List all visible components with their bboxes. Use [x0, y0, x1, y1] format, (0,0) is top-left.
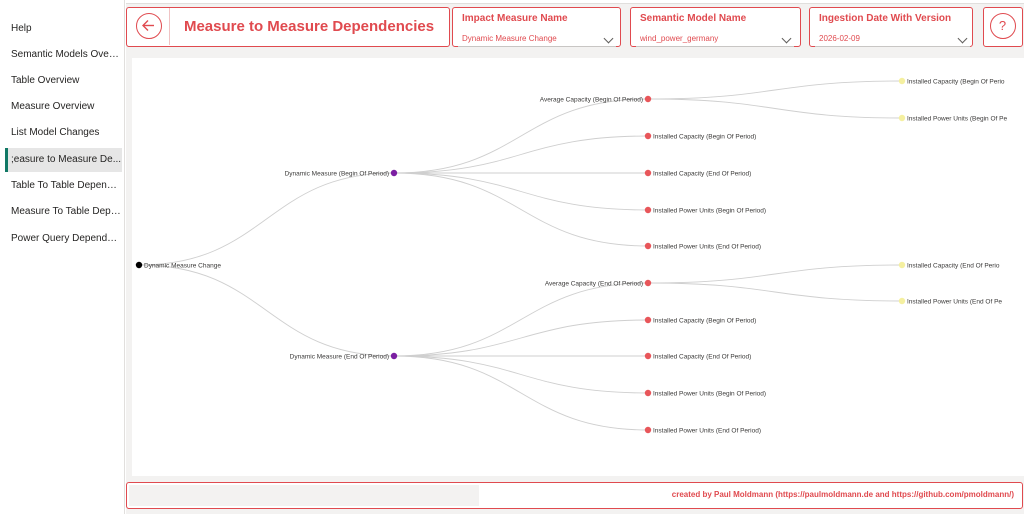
dependency-tree: Dynamic Measure Change Dynamic Measure (B…	[135, 77, 1007, 434]
tree-link	[393, 355, 649, 394]
level3-measure-node[interactable]	[898, 261, 906, 269]
slicer-label: Impact Measure Name	[462, 13, 568, 24]
slicer-ingestion-date: Ingestion Date With Version 2026-02-09	[809, 7, 973, 47]
level3-measure-label: Installed Capacity (Begin Of Perio	[907, 78, 1005, 85]
level3-measure-node[interactable]	[898, 297, 906, 305]
level1-measure-label: Dynamic Measure (Begin Of Period)	[285, 170, 389, 177]
divider	[169, 8, 170, 45]
dropdown-value: Dynamic Measure Change	[462, 34, 557, 43]
nav-item-table-to-table-dependencies[interactable]: Table To Table Depende...	[5, 174, 122, 198]
chevron-down-icon	[781, 33, 792, 44]
level2-measure-node[interactable]	[644, 169, 652, 177]
nav-item-measure-to-measure-dependencies[interactable]: ;easure to Measure De...	[5, 148, 122, 172]
dependency-tree-visual: Dynamic Measure Change Dynamic Measure (B…	[132, 58, 1024, 476]
dropdown-value: wind_power_germany	[640, 34, 719, 43]
report-canvas: Measure to Measure Dependencies Impact M…	[126, 0, 1024, 514]
slicer-label: Ingestion Date With Version	[819, 13, 952, 24]
root-measure-node[interactable]	[135, 261, 143, 269]
level1-measure-node[interactable]	[390, 352, 398, 360]
level3-measure-node[interactable]	[898, 77, 906, 85]
top-border	[126, 0, 1024, 4]
level2-measure-node[interactable]	[644, 132, 652, 140]
level2-measure-label: Installed Power Units (End Of Period)	[653, 427, 761, 434]
nav-item-label: List Model Changes	[11, 127, 100, 138]
tree-link	[393, 282, 649, 357]
page-navigation: Help Semantic Models Overv... Table Over…	[0, 0, 125, 514]
nav-item-list-model-changes[interactable]: List Model Changes	[5, 121, 122, 145]
help-button[interactable]: ?	[983, 7, 1023, 47]
slicer-label: Semantic Model Name	[640, 13, 747, 24]
footer-blank-area	[129, 485, 479, 506]
level3-measure-label: Installed Power Units (Begin Of Pe	[907, 115, 1007, 122]
root-measure-label: Dynamic Measure Change	[144, 262, 221, 269]
tree-link	[393, 135, 649, 174]
dropdown-value: 2026-02-09	[819, 34, 860, 43]
level2-measure-node[interactable]	[644, 389, 652, 397]
nav-item-help[interactable]: Help	[5, 17, 122, 41]
tree-link	[393, 172, 649, 211]
level3-measure-node[interactable]	[898, 114, 906, 122]
tree-link	[647, 264, 903, 284]
level2-measure-label: Average Capacity (Begin Of Period)	[540, 96, 643, 103]
level2-measure-label: Installed Power Units (Begin Of Period)	[653, 207, 766, 214]
nav-item-label: Table To Table Depende...	[11, 180, 122, 191]
tree-link	[647, 282, 903, 302]
footer-credit: created by Paul Moldmann (https://paulmo…	[671, 490, 1014, 499]
level2-measure-label: Installed Capacity (Begin Of Period)	[653, 133, 756, 140]
level3-measure-label: Installed Capacity (End Of Perio	[907, 262, 1000, 269]
level2-measure-label: Installed Capacity (End Of Period)	[653, 353, 751, 360]
level2-measure-node[interactable]	[644, 95, 652, 103]
question-circle-icon: ?	[990, 13, 1016, 39]
level2-measure-node[interactable]	[644, 279, 652, 287]
tree-link	[393, 319, 649, 357]
level1-measure-label: Dynamic Measure (End Of Period)	[290, 353, 389, 360]
page-title: Measure to Measure Dependencies	[183, 18, 435, 35]
footer-banner: created by Paul Moldmann (https://paulmo…	[126, 482, 1023, 509]
tree-link	[393, 172, 649, 247]
nav-item-table-overview[interactable]: Table Overview	[5, 69, 122, 93]
level2-measure-node[interactable]	[644, 352, 652, 360]
level2-measure-label: Installed Capacity (End Of Period)	[653, 170, 751, 177]
active-page-indicator	[5, 148, 8, 172]
nav-item-label: Semantic Models Overv...	[11, 49, 122, 60]
chevron-down-icon	[603, 33, 614, 44]
ingestion-date-dropdown[interactable]: 2026-02-09	[815, 32, 970, 47]
tree-link	[647, 80, 903, 100]
level1-measure-node[interactable]	[390, 169, 398, 177]
nav-item-semantic-models-overview[interactable]: Semantic Models Overv...	[5, 43, 122, 67]
impact-measure-dropdown[interactable]: Dynamic Measure Change	[458, 32, 616, 47]
tree-link	[393, 355, 649, 431]
tree-link	[393, 98, 649, 174]
semantic-model-dropdown[interactable]: wind_power_germany	[636, 32, 794, 47]
level2-measure-node[interactable]	[644, 316, 652, 324]
arrow-left-circle-icon[interactable]	[136, 13, 162, 39]
level3-measure-label: Installed Power Units (End Of Pe	[907, 298, 1002, 305]
slicer-semantic-model-name: Semantic Model Name wind_power_germany	[630, 7, 801, 47]
nav-item-label: Measure To Table Depe...	[11, 206, 122, 217]
nav-item-power-query-dependencies[interactable]: Power Query Dependen...	[5, 227, 122, 251]
level2-measure-node[interactable]	[644, 206, 652, 214]
nav-item-label: Power Query Dependen...	[11, 233, 122, 244]
tree-link	[647, 98, 903, 119]
nav-item-label: ;easure to Measure De...	[11, 154, 122, 165]
svg-text:?: ?	[999, 18, 1006, 33]
nav-item-label: Measure Overview	[11, 101, 95, 112]
nav-item-measure-overview[interactable]: Measure Overview	[5, 95, 122, 119]
tree-link	[138, 172, 395, 266]
title-area: Measure to Measure Dependencies	[170, 8, 448, 45]
nav-item-measure-to-table-dependencies[interactable]: Measure To Table Depe...	[5, 200, 122, 224]
level2-measure-label: Installed Capacity (Begin Of Period)	[653, 317, 756, 324]
nav-item-label: Help	[11, 23, 32, 34]
level2-measure-label: Installed Power Units (End Of Period)	[653, 243, 761, 250]
tree-link	[138, 264, 395, 357]
level2-measure-node[interactable]	[644, 426, 652, 434]
chevron-down-icon	[957, 33, 968, 44]
level2-measure-label: Installed Power Units (Begin Of Period)	[653, 390, 766, 397]
level2-measure-label: Average Capacity (End Of Period)	[545, 280, 643, 287]
title-banner: Measure to Measure Dependencies	[126, 7, 450, 47]
slicer-impact-measure-name: Impact Measure Name Dynamic Measure Chan…	[452, 7, 621, 47]
nav-item-label: Table Overview	[11, 75, 80, 86]
level2-measure-node[interactable]	[644, 242, 652, 250]
